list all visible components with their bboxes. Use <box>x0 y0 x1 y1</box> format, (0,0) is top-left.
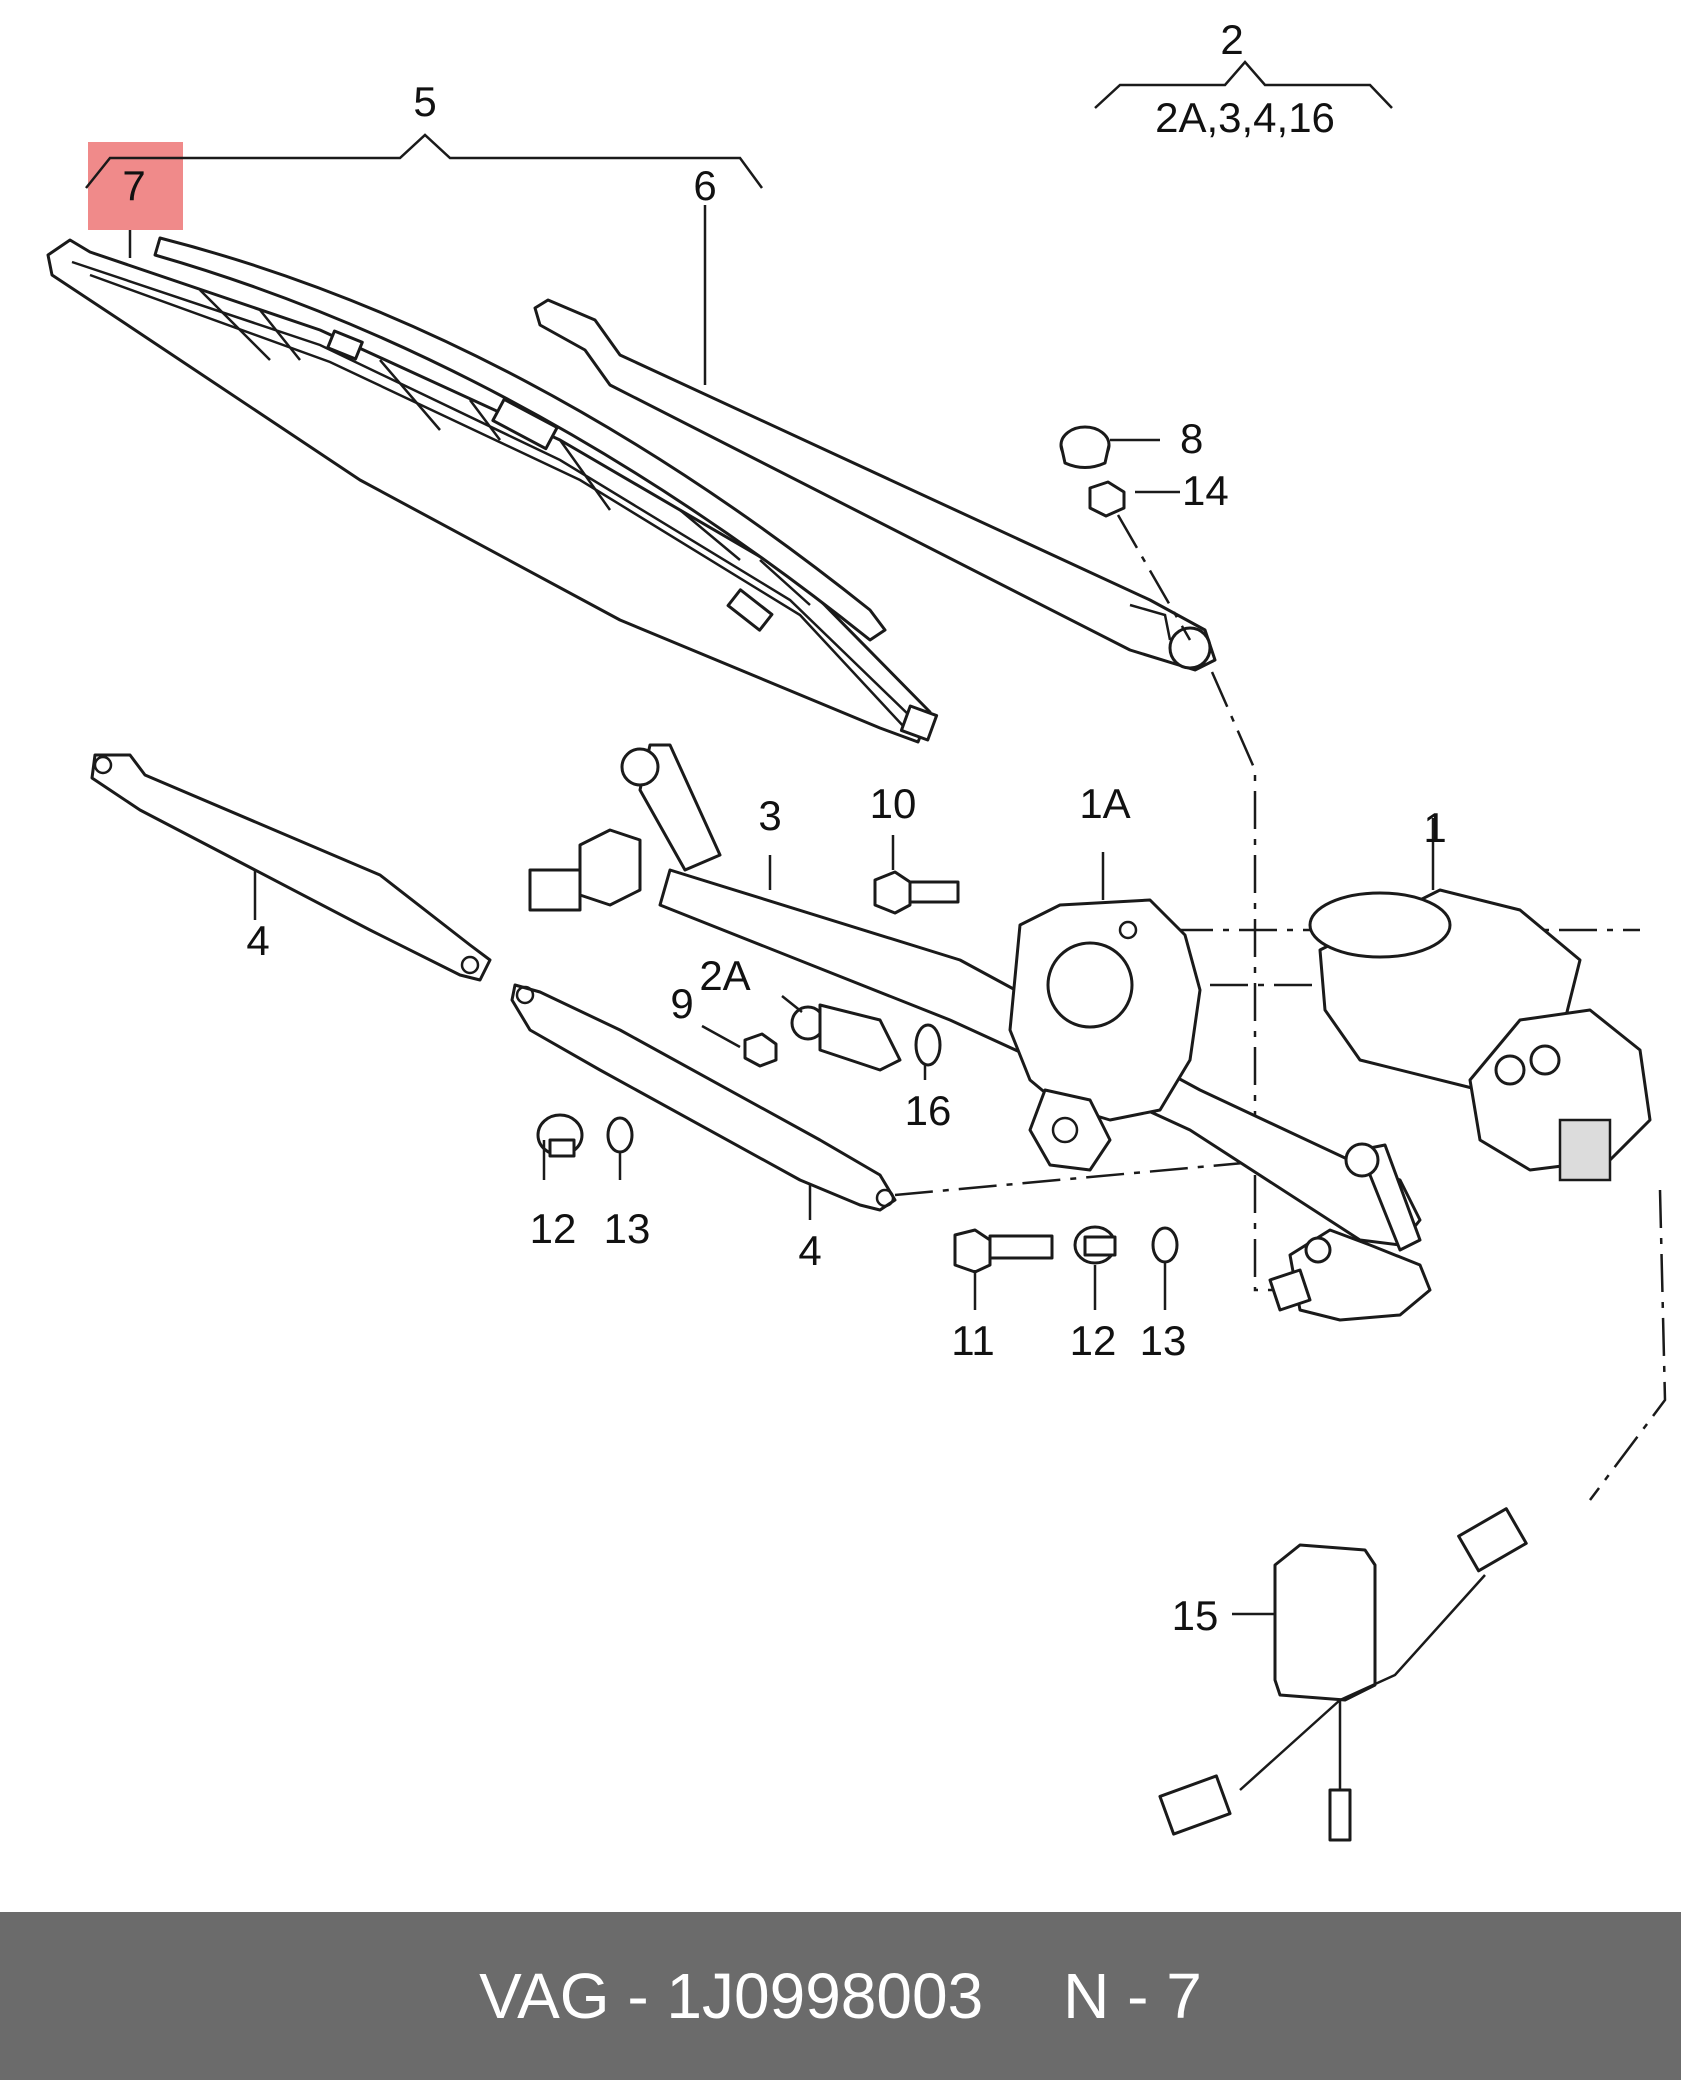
callout-1A: 1A <box>1079 780 1130 827</box>
callout-2A: 2A <box>699 952 750 999</box>
callout-4-upper: 4 <box>246 917 269 964</box>
callout-3: 3 <box>758 792 781 839</box>
linkage-rod-4-upper <box>90 753 492 982</box>
callout-2-group: 2A,3,4,16 <box>1155 94 1335 141</box>
footer-page-ref: N - 7 <box>1063 1960 1202 2032</box>
harness-connector-pin <box>1328 1788 1352 1842</box>
footer-bar: VAG - 1J0998003 N - 7 <box>0 1912 1681 2080</box>
bushing-12-right <box>1073 1225 1117 1265</box>
footer-part-number: VAG - 1J0998003 <box>479 1960 984 2032</box>
harness-connector-left <box>1158 1774 1232 1836</box>
cap-8 <box>1059 425 1111 469</box>
highlight-callout-7 <box>88 142 183 230</box>
leader-lines <box>128 205 1435 1616</box>
wiper-blade <box>46 238 939 744</box>
washer-13-left <box>606 1116 634 1154</box>
bushing-12-left <box>536 1113 584 1158</box>
callout-15: 15 <box>1172 1592 1219 1639</box>
washer-16 <box>914 1023 942 1067</box>
bracket-2A <box>790 1003 902 1072</box>
assembly-line-link <box>894 1153 1331 1197</box>
callout-5: 5 <box>413 78 436 125</box>
callout-14: 14 <box>1182 467 1229 514</box>
linkage-rod-4-lower <box>510 983 897 1212</box>
callout-9: 9 <box>670 980 693 1027</box>
callout-10: 10 <box>870 780 917 827</box>
callout-16: 16 <box>905 1087 952 1134</box>
washer-13-right <box>1151 1226 1179 1264</box>
motor-mount-plate <box>1008 898 1202 1172</box>
relay-15 <box>1273 1543 1377 1702</box>
callout-12-right: 12 <box>1070 1317 1117 1364</box>
assembly-line-harness <box>1589 1189 1667 1501</box>
wiper-arm <box>533 298 1217 672</box>
callout-13-right: 13 <box>1140 1317 1187 1364</box>
callout-6: 6 <box>693 162 716 209</box>
wiper-motor <box>1308 888 1652 1182</box>
callout-4-lower: 4 <box>798 1227 821 1274</box>
callout-7: 7 <box>122 162 145 209</box>
wiper-arm-rod <box>153 236 887 642</box>
callout-2: 2 <box>1220 16 1243 63</box>
bracket-2 <box>1094 60 1393 109</box>
callout-1: 1 <box>1423 804 1446 851</box>
callout-12-left: 12 <box>530 1205 577 1252</box>
nut-9 <box>743 1032 778 1068</box>
callout-8: 8 <box>1180 415 1203 462</box>
callout-11: 11 <box>951 1317 995 1364</box>
wiper-parts-diagram: 2 2A,3,4,16 5 7 6 8 14 1A 1 10 3 2A 9 16… <box>46 16 1667 1842</box>
callout-13-left: 13 <box>604 1205 651 1252</box>
bolt-10 <box>873 870 960 915</box>
bolt-11 <box>953 1228 1054 1274</box>
hex-nut-14 <box>1088 480 1126 518</box>
harness-connector-top <box>1457 1507 1528 1573</box>
bracket-5 <box>85 133 764 189</box>
